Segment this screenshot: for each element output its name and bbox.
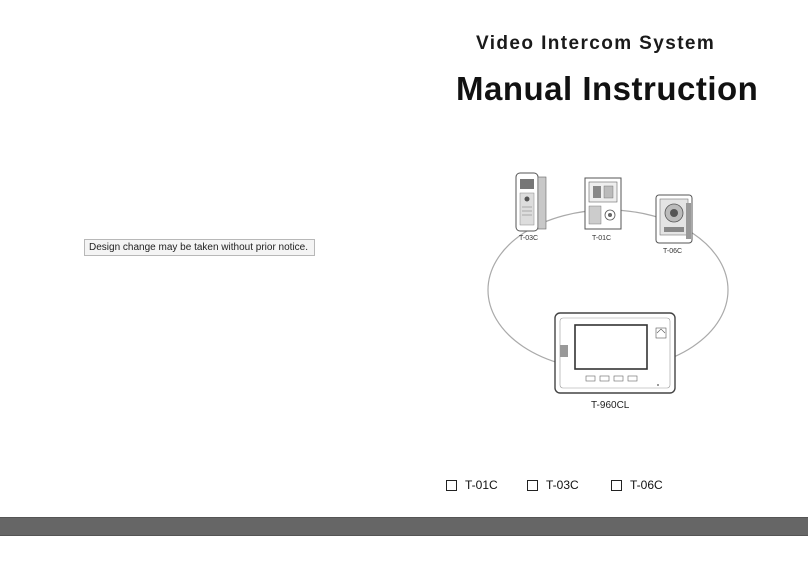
door-station-t03c — [515, 172, 547, 232]
option-label: T-06C — [630, 478, 663, 492]
checkbox-t01c[interactable] — [446, 479, 457, 491]
design-change-notice: Design change may be taken without prior… — [84, 239, 315, 256]
door-station-t06c — [655, 194, 693, 244]
option-t01c[interactable]: T-01C — [446, 478, 498, 492]
option-label: T-01C — [465, 478, 498, 492]
device-label-t03c: T-03C — [519, 235, 538, 242]
checkbox-t03c[interactable] — [527, 479, 538, 491]
option-t06c[interactable]: T-06C — [611, 478, 663, 492]
footer-bar — [0, 517, 808, 536]
main-unit-label: T-960CL — [591, 400, 630, 411]
manual-title: Manual Instruction — [456, 70, 759, 107]
system-diagram: T-03C T-01C T-06C — [487, 172, 729, 411]
model-options: T-01C T-03C T-06C — [0, 478, 808, 494]
device-label-t01c: T-01C — [592, 235, 611, 242]
indoor-monitor-t960cl — [554, 312, 676, 394]
device-label-t06c: T-06C — [663, 248, 682, 255]
checkbox-t06c[interactable] — [611, 479, 622, 491]
door-station-t01c — [584, 177, 622, 230]
option-label: T-03C — [546, 478, 579, 492]
product-subtitle: Video Intercom System — [476, 33, 716, 54]
option-t03c[interactable]: T-03C — [527, 478, 579, 492]
